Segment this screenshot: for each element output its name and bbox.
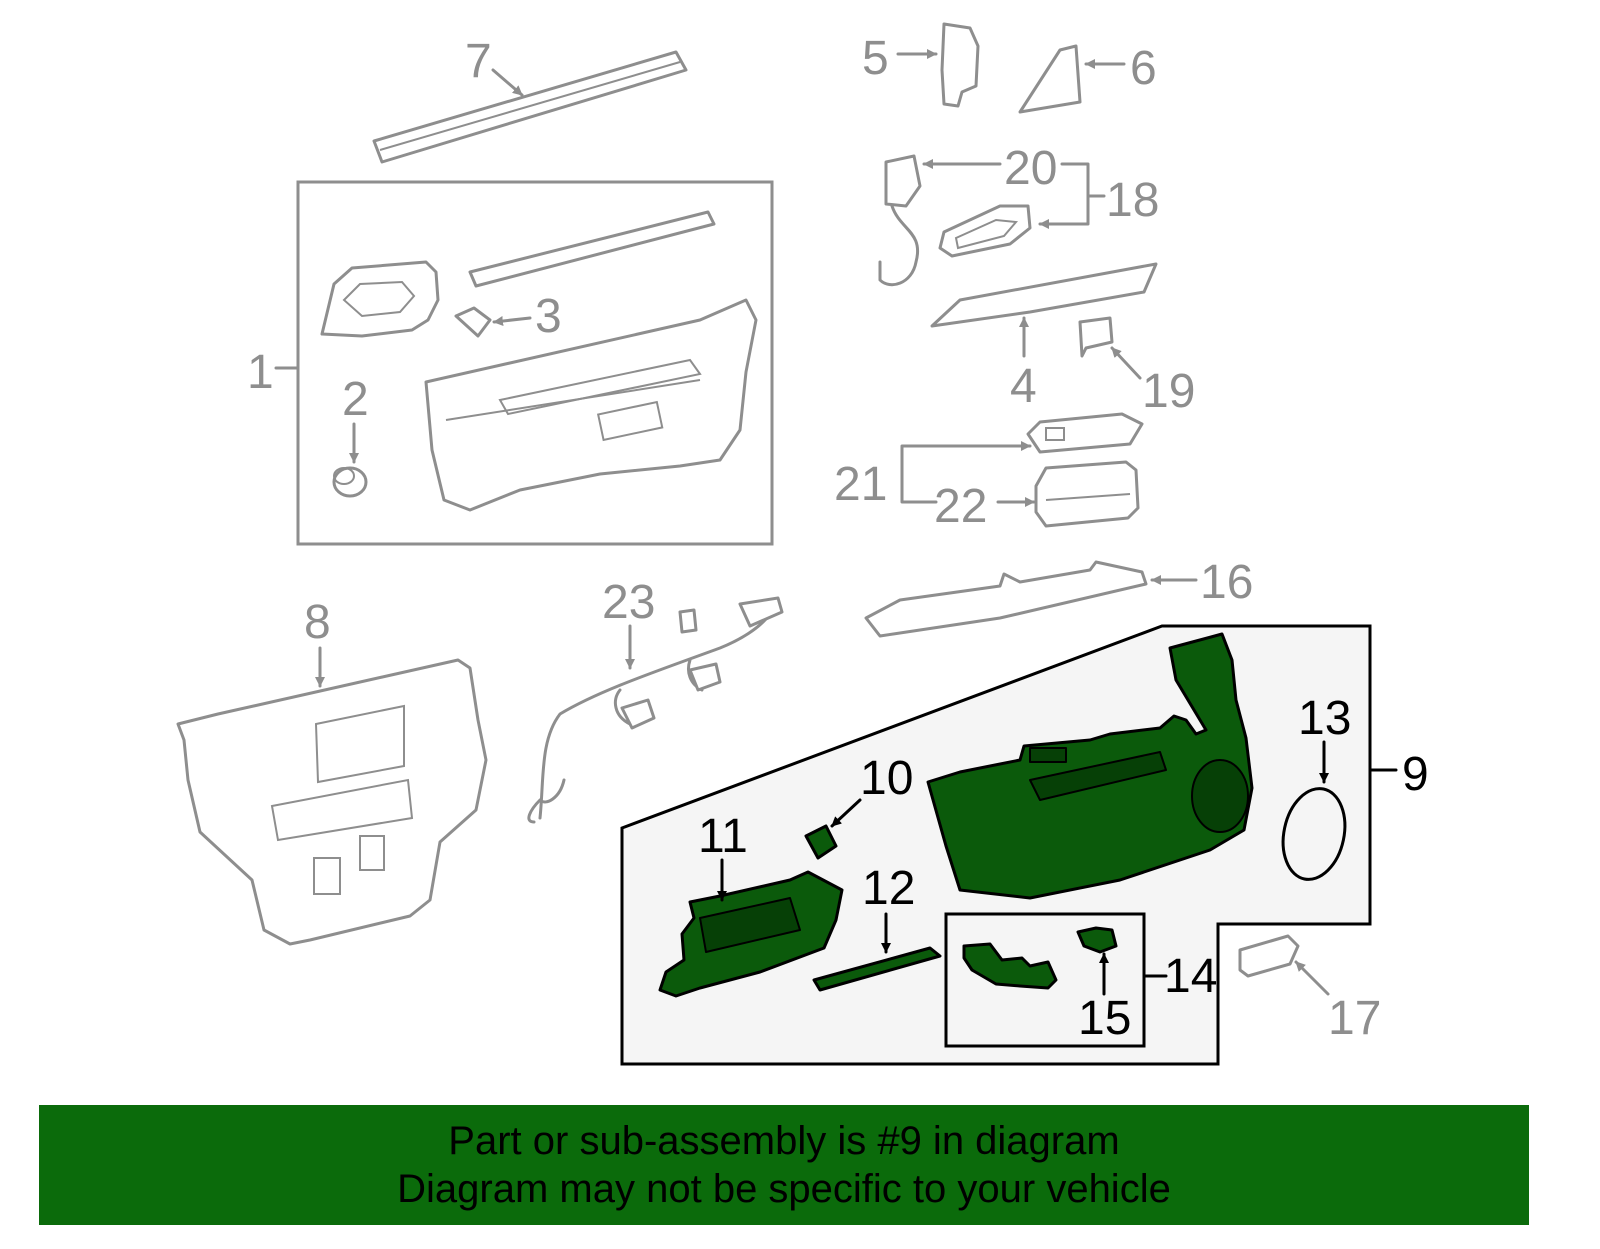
part-13-seal-ring[interactable] — [1275, 783, 1353, 885]
callout-9: 9 — [1402, 748, 1429, 801]
callout-22: 22 — [934, 480, 987, 533]
part-12-trim-strip[interactable] — [812, 946, 942, 992]
part-15-bulb[interactable] — [1076, 926, 1118, 954]
part-23-wire-harness[interactable] — [527, 596, 784, 824]
callout-5: 5 — [862, 32, 889, 85]
callout-6: 6 — [1130, 42, 1157, 95]
part-10-clip[interactable] — [804, 824, 838, 860]
banner-line-part: Part or sub-assembly is #9 in diagram — [448, 1119, 1120, 1163]
part-21-switch-bezel[interactable] — [1026, 412, 1144, 454]
part-16-armrest[interactable] — [864, 560, 1148, 638]
part-1-door-panel[interactable] — [424, 298, 758, 512]
callout-3: 3 — [535, 290, 562, 343]
callout-23: 23 — [602, 576, 655, 629]
callout-11: 11 — [698, 810, 748, 863]
part-4-armrest-trim[interactable] — [930, 262, 1158, 328]
part-8-water-shield[interactable] — [176, 658, 488, 946]
callout-21: 21 — [834, 458, 887, 511]
callout-18: 18 — [1106, 174, 1159, 227]
part-17-cap[interactable] — [1238, 934, 1300, 978]
callout-14: 14 — [1164, 950, 1217, 1003]
callout-16: 16 — [1200, 556, 1253, 609]
part-5-bracket[interactable] — [940, 22, 980, 108]
callout-19: 19 — [1142, 365, 1195, 418]
part-18-bezel[interactable] — [938, 204, 1032, 258]
callout-1: 1 — [247, 346, 274, 399]
part-14-switch-bracket[interactable] — [962, 942, 1058, 990]
callout-10: 10 — [860, 752, 913, 805]
part-6-trim-corner[interactable] — [1018, 44, 1082, 114]
callout-20: 20 — [1004, 142, 1057, 195]
callout-17: 17 — [1328, 992, 1381, 1045]
part-20-switch[interactable] — [878, 154, 922, 286]
part-7-molding[interactable] — [372, 50, 688, 164]
callout-12: 12 — [862, 862, 915, 915]
info-banner: Part or sub-assembly is #9 in diagram Di… — [39, 1105, 1529, 1225]
part-3-clip[interactable] — [454, 306, 492, 338]
callout-7: 7 — [465, 35, 492, 88]
part-9-door-trim-panel[interactable] — [926, 632, 1254, 900]
part-1-handle-bracket[interactable] — [320, 260, 440, 338]
banner-line-disclaimer: Diagram may not be specific to your vehi… — [397, 1167, 1171, 1211]
part-22-window-switch[interactable] — [1034, 460, 1140, 528]
part-2-grommet[interactable] — [332, 466, 368, 498]
part-11-pull-handle[interactable] — [658, 870, 844, 998]
callout-15: 15 — [1078, 992, 1131, 1045]
callout-8: 8 — [304, 596, 331, 649]
callout-4: 4 — [1010, 360, 1037, 413]
part-1-upper-strip[interactable] — [468, 210, 716, 288]
part-19-clip[interactable] — [1078, 316, 1114, 358]
callout-2: 2 — [342, 373, 369, 426]
callout-13: 13 — [1298, 692, 1351, 745]
